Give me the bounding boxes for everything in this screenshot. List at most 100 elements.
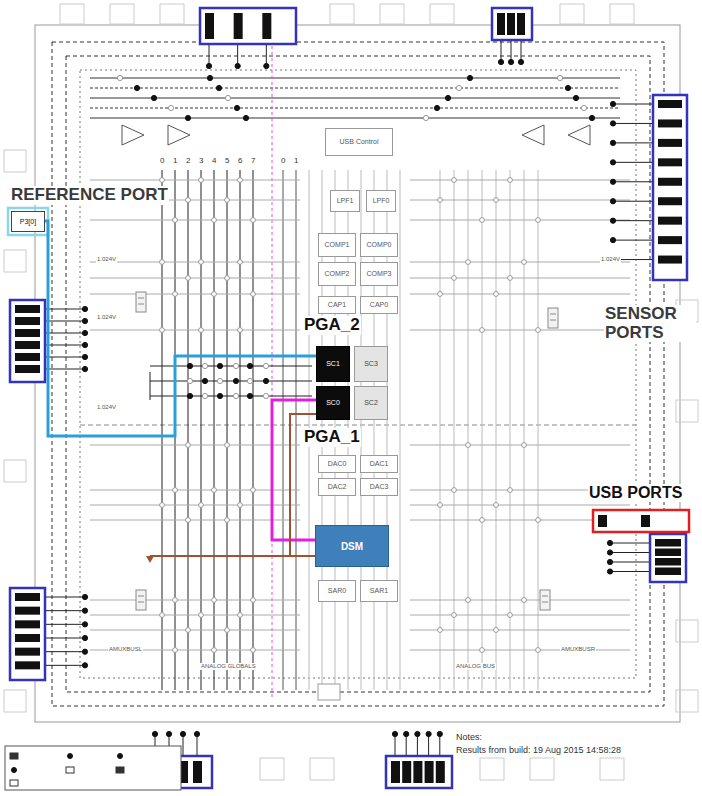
switch-open [202,363,207,368]
sar-block: SAR0 [318,580,356,602]
port-pin [402,761,411,783]
switch-closed [151,95,156,100]
bus-index: 6 [237,157,243,166]
switch-closed [82,330,87,335]
switch-open [494,292,499,297]
bus-name: AMUXBUSL [108,646,143,653]
port-pin [262,13,271,39]
port-pin [15,353,40,361]
capsense-block: CAP0 [360,296,398,314]
switch-closed [118,754,123,759]
bus-ring [66,56,650,692]
block-name: COMP1 [325,241,350,249]
row-wire [410,600,630,601]
port-highlight [593,510,689,532]
port-pin [15,593,40,601]
pin-wire [46,369,85,370]
voltage-label: 1.024V [600,256,621,263]
switch-open [456,85,461,90]
switch-open [238,178,243,183]
switch-open [251,218,256,223]
pin-wire [46,357,85,358]
switch-open [173,218,178,223]
switch-open [508,178,513,183]
port-pin [497,13,505,35]
bus-name: AMUXBUSR [560,646,596,653]
switch-closed [82,594,87,599]
switch-open [212,488,217,493]
vref-symbol [138,596,144,597]
pin-wire [501,41,502,62]
bus-index: 1 [172,157,178,166]
unused-port [4,150,26,172]
port-pin [15,607,40,615]
global-line [272,40,273,700]
port-pin [15,634,40,642]
switch-closed [445,95,450,100]
switch-open [536,518,541,523]
switch-closed [610,101,615,106]
unused-port [610,4,634,24]
vref-symbol [136,590,146,610]
switch-open [186,628,191,633]
row-wire [90,180,300,181]
annotation-label: PGA_1 [303,428,361,447]
pin-wire [46,610,85,611]
switch-closed [166,731,171,736]
switch-closed [392,731,397,736]
capsense-block: CAP1 [318,296,356,314]
pin-wire [613,104,652,105]
pin-wire [511,41,512,62]
switch-open [480,218,485,223]
switch-closed [68,754,73,759]
pin-wire [610,543,649,544]
switch-closed [207,75,212,80]
switch-closed [610,199,615,204]
switch-open [423,115,428,120]
bus-name: ANALOG GLOBALS [200,663,257,670]
vref-symbol [550,314,556,315]
voltage-label: 1.024V [96,256,117,263]
switch-closed [206,63,211,68]
pin-wire [613,162,652,163]
analog-bus-line [468,170,469,690]
bus-index: 2 [185,157,191,166]
switch-open [199,328,204,333]
switch-open [173,488,178,493]
unused-port [676,400,698,422]
switch-open [438,292,443,297]
port-pin [641,515,650,527]
switch-closed [217,393,222,398]
switch-open [186,443,191,448]
switch-open [238,328,243,333]
analog-bus-line [538,170,539,690]
sar-block: SAR1 [360,580,398,602]
port-pin [205,13,214,39]
switch-open [466,443,471,448]
switch-closed [180,731,185,736]
switch-closed [82,635,87,640]
switch-open [199,613,204,618]
bus-index: 5 [224,157,230,166]
switch-open [186,518,191,523]
row-wire [90,262,300,263]
block-name: DAC2 [328,483,347,491]
switch-closed [82,366,87,371]
analog-bus-line [400,170,401,690]
port-pin [655,568,681,576]
switch-open [217,378,222,383]
unused-port [560,4,584,24]
port-pin [658,119,682,127]
port-pin [655,539,681,547]
switch-open [581,105,586,110]
unused-port [260,758,284,780]
legend-symbol [10,753,18,759]
switch-open [494,503,499,508]
unused-port [110,4,134,24]
filter-block: LPF0 [366,190,396,212]
switch-open [508,276,513,281]
switch-closed [82,608,87,613]
pin-wire [521,41,522,62]
